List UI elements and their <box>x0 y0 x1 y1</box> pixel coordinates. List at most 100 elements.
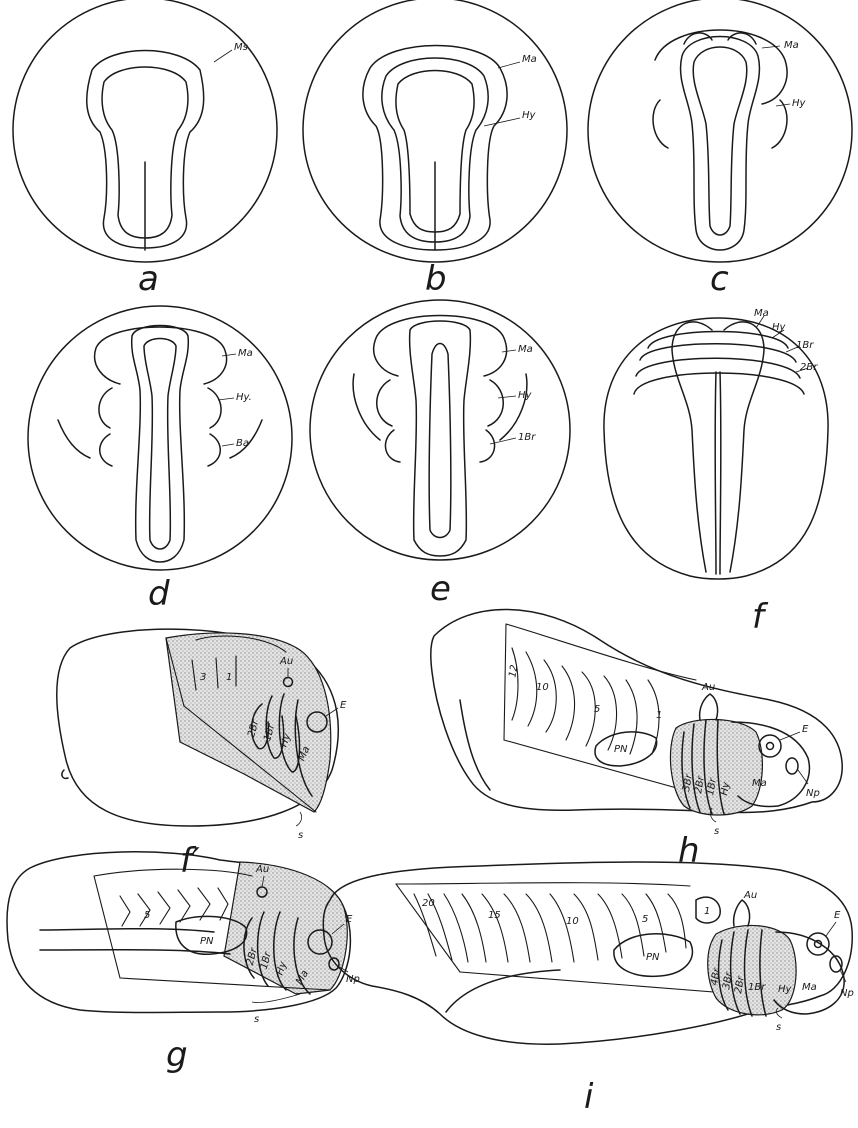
panel-e-neural-tube <box>429 344 451 538</box>
panel-i-dorsal-line <box>396 883 690 886</box>
panel-d-neural-groove <box>144 339 176 550</box>
panel-e-ma-leader <box>502 350 516 352</box>
panel-f-letter: f <box>752 597 769 637</box>
panel-f-label-hy: Hy <box>772 322 787 333</box>
panel-d-hy-leader <box>218 398 234 400</box>
panel-h-label-ma: Ma <box>752 778 767 789</box>
panel-h-label-somite-1: 1 <box>656 710 662 721</box>
panel-a-letter: a <box>138 259 159 299</box>
panel-i-yolk-edge <box>446 970 560 1012</box>
panel-d-ba-leader <box>222 444 234 446</box>
panel-h-eye <box>759 735 781 757</box>
panel-d-neural-folds <box>132 326 189 563</box>
panel-fp-label-e: E <box>340 700 347 711</box>
panel-h-label-s: s <box>714 826 719 837</box>
panel-i-eye <box>807 933 829 955</box>
panel-d-hyoid-arch <box>99 388 221 428</box>
panel-i-label-pn: PN <box>646 952 660 963</box>
panel-e-letter: e <box>430 569 451 609</box>
panel-b-label-ma: Ma <box>522 54 537 65</box>
panel-c-neural-folds <box>681 37 760 251</box>
panel-i-label-np: Np <box>840 988 854 999</box>
panel-h-label-somite-10: 10 <box>536 682 549 693</box>
panel-i-e-leader <box>826 922 836 936</box>
panel-fp-label-s: s <box>298 830 303 841</box>
panel-c-egg-outline <box>588 0 852 262</box>
panel-d: Ma Hy. Ba d <box>28 306 292 614</box>
panel-b-letter: b <box>425 259 447 299</box>
panel-a-ms-leader <box>214 50 232 62</box>
panel-c-label-ma: Ma <box>784 40 799 51</box>
panel-f-label-ma: Ma <box>754 308 769 319</box>
panel-g-label-pn: PN <box>200 936 214 947</box>
panel-d-letter: d <box>148 574 170 614</box>
panel-h-yolk-edge <box>460 700 490 790</box>
panel-fp-s-leader <box>296 812 302 826</box>
panel-g-label-s: s <box>254 1014 259 1025</box>
panel-g-somites <box>120 888 228 926</box>
panel-f-neural-tube <box>715 372 721 574</box>
panel-fp-letter: f′ <box>180 841 200 881</box>
panel-d-branchial-arch <box>100 434 221 466</box>
panel-g-yolk-line-upper <box>40 929 214 932</box>
panel-i-label-somite-1: 1 <box>704 906 710 917</box>
panel-i-label-au: Au <box>743 890 757 901</box>
panel-i-label-hy: Hy <box>778 984 793 995</box>
panel-f-branchial-arches <box>634 332 804 395</box>
panel-g-dorsal-line <box>94 869 252 876</box>
panel-e: Ma Hy 1Br e <box>310 300 570 609</box>
panel-i-label-somite-5: 5 <box>642 914 648 925</box>
panel-c-neural-groove <box>693 47 747 235</box>
panel-g-label-e: E <box>346 914 353 925</box>
panel-i-label-ma: Ma <box>802 982 817 993</box>
panel-h-np-leader <box>798 770 808 784</box>
panel-h-e-leader <box>780 732 800 740</box>
panel-h-nasal-pit <box>786 758 798 774</box>
panel-d-label-ba: Ba <box>236 438 249 449</box>
panel-a: Ms a <box>13 0 277 299</box>
panel-g-letter: g <box>166 1035 188 1075</box>
panel-e-label-ma: Ma <box>518 344 533 355</box>
panel-fp-posterior-tip <box>62 770 68 778</box>
panel-h-label-np: Np <box>806 788 820 799</box>
panel-f-label-br2: 2Br <box>800 362 818 373</box>
panel-d-ma-leader <box>222 354 236 356</box>
panel-b: Ma Hy b <box>303 0 567 299</box>
panel-g-label-au: Au <box>255 864 269 875</box>
panel-a-label-ms: Ms <box>234 42 248 53</box>
panel-h-cut-vertical <box>504 624 506 740</box>
panel-f-label-br1: 1Br <box>796 340 814 351</box>
panel-b-hy-leader <box>484 118 520 126</box>
panel-c-label-hy: Hy <box>792 98 807 109</box>
panel-c: Ma Hy c <box>588 0 852 299</box>
panel-b-label-hy: Hy <box>522 110 537 121</box>
panel-h: Au E Np 12 10 5 1 PN 3Br 2Br 1Br Hy Ma s… <box>431 609 843 871</box>
panel-i-label-somite-10: 10 <box>566 916 579 927</box>
panel-fp-label-somite-1: 1 <box>226 672 232 683</box>
panel-e-neural-folds <box>410 321 471 556</box>
panel-g-cut-vertical <box>94 876 120 978</box>
panel-e-label-hy: Hy <box>518 390 533 401</box>
panel-g: Au E Np 5 PN 2Br 1Br Hy Ma s g <box>7 852 360 1075</box>
panel-c-letter: c <box>710 259 729 299</box>
panel-i: Au E Np 20 15 10 5 1 PN 4Br 3Br 2Br 1Br … <box>323 862 854 1117</box>
panel-e-mandibular-arch <box>374 316 507 377</box>
panel-c-mandibular-arch <box>655 30 787 104</box>
panel-fp-label-au: Au <box>279 656 293 667</box>
panel-e-hy-leader <box>498 396 516 398</box>
panel-h-otic-vesicle <box>700 694 718 720</box>
panel-i-label-1br: 1Br <box>748 982 766 993</box>
panel-e-label-br1: 1Br <box>518 432 536 443</box>
panel-d-lateral-lines <box>58 420 262 458</box>
panel-b-ma-leader <box>498 62 520 68</box>
panel-e-hyoid-arch <box>377 380 504 426</box>
panel-d-label-ma: Ma <box>238 348 253 359</box>
panel-i-letter: i <box>584 1077 594 1117</box>
panel-i-label-s: s <box>776 1022 781 1033</box>
panel-h-letter: h <box>678 831 700 871</box>
panel-e-branchial-arch-1 <box>385 430 494 462</box>
panel-f-prime: Au E 3 1 2Br 1Br Hy Ma s f′ <box>57 629 347 881</box>
panel-g-label-somite-5: 5 <box>144 910 150 921</box>
panel-e-lateral-lines <box>353 374 527 440</box>
